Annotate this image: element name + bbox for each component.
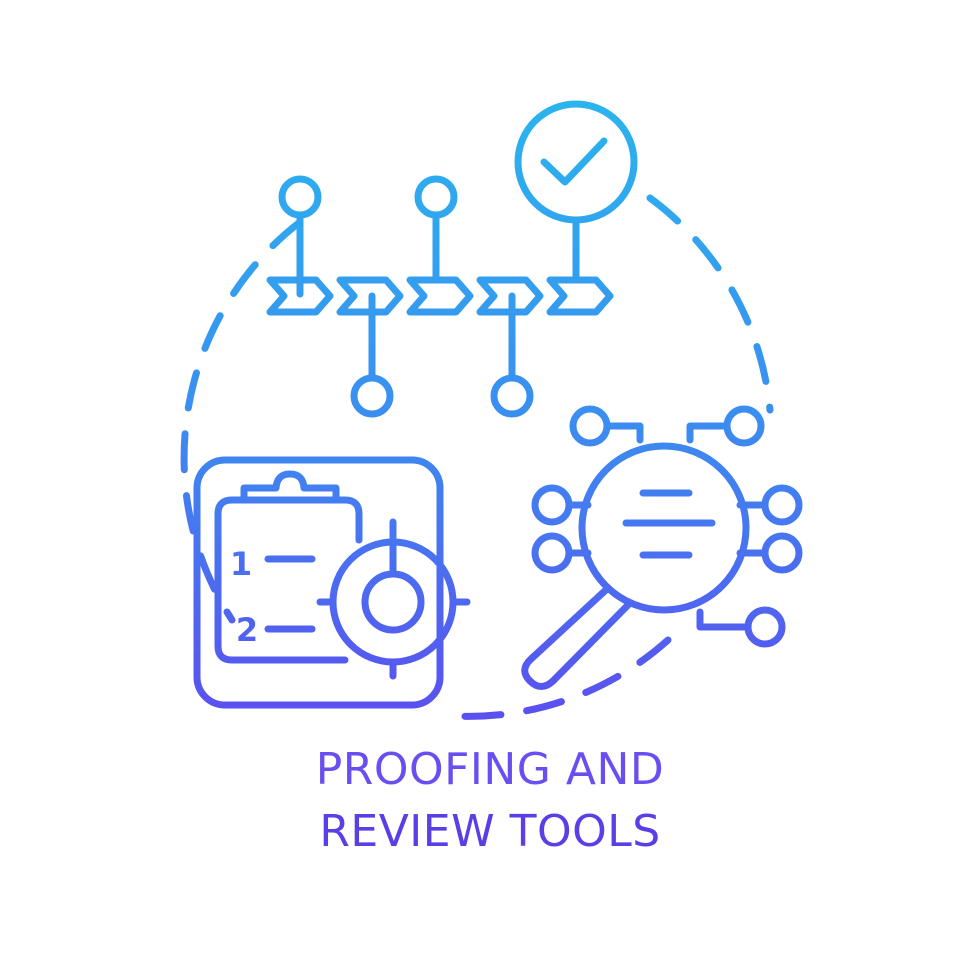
clipboard-frame: [193, 456, 444, 709]
magnifier-lens: [578, 442, 750, 614]
clipboard-board: [214, 496, 363, 664]
dashed-outline: [180, 194, 774, 720]
caption-line-1: PROOFING AND: [315, 744, 665, 795]
magnifier-icon: [521, 442, 750, 690]
target-icon: [316, 518, 471, 680]
timeline-chevron-3: [406, 276, 474, 316]
caption-line-2: REVIEW TOOLS: [319, 806, 661, 857]
timeline-chevron-1: [266, 276, 334, 316]
timeline-chevron-2: [336, 276, 404, 316]
timeline-pin-top-1: [278, 175, 322, 219]
clipboard-number-1: 1: [230, 545, 252, 583]
timeline-icon: [266, 175, 614, 418]
clipboard-icon: [193, 456, 444, 709]
timeline-chevron-4: [476, 276, 544, 316]
magnifier-handle: [521, 584, 632, 690]
clipboard-clip: [240, 470, 340, 504]
timeline-pin-bottom-1: [350, 374, 394, 418]
clipboard-number-2: 2: [236, 611, 258, 649]
timeline-pin-top-2: [414, 175, 458, 219]
check-circle-icon: [514, 100, 638, 224]
timeline-chevron-5: [546, 276, 614, 316]
timeline-pin-bottom-2: [490, 374, 534, 418]
